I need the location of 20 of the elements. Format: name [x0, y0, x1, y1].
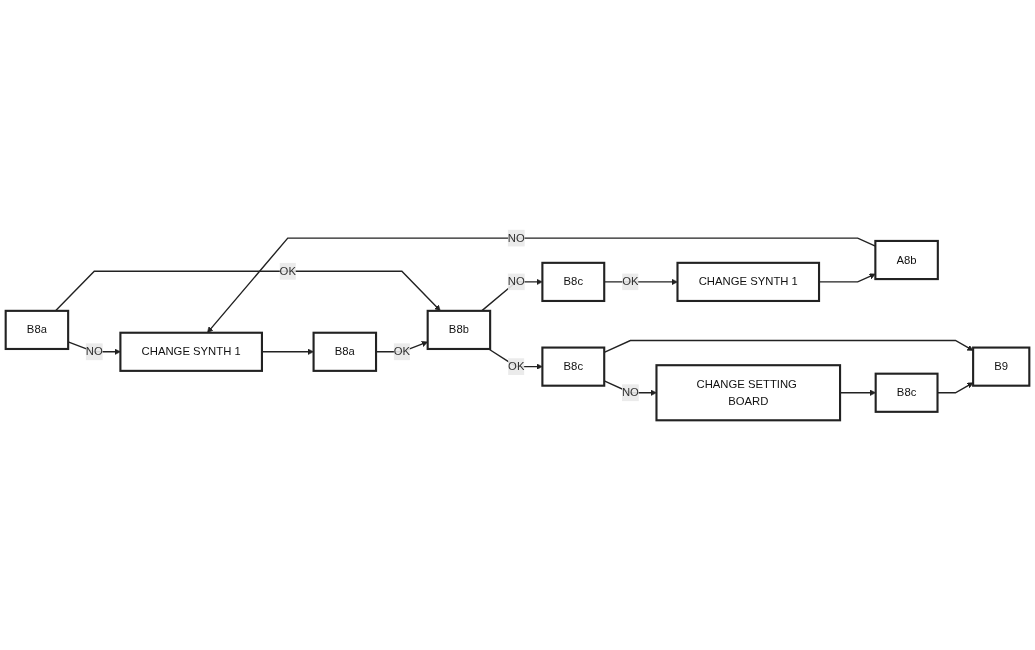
node-box: CHANGE SYNTH 1 — [676, 261, 821, 303]
edge-label: OK — [622, 275, 639, 288]
node-box: A8b — [874, 239, 939, 281]
node-box: B8a — [4, 309, 70, 351]
edge-label: NO — [507, 231, 525, 244]
edge-label: OK — [508, 360, 525, 373]
node-box: CHANGE SETTING BOARD — [655, 364, 842, 422]
node-box: B9 — [972, 346, 1031, 387]
arrow — [261, 348, 314, 355]
node-box: B8a — [312, 331, 378, 372]
edge-label: NO — [621, 386, 639, 399]
edge-label: OK — [393, 345, 411, 358]
node-box: B8c — [541, 346, 606, 387]
node-box: CHANGE SYNTH 1 — [119, 331, 263, 372]
edge-label: NO — [85, 345, 103, 358]
node-box: B8b — [426, 309, 492, 351]
node-box: B8c — [541, 261, 606, 303]
node-box: B8c — [874, 372, 939, 413]
edge-label: OK — [279, 264, 296, 277]
edge-label: NO — [507, 275, 525, 288]
